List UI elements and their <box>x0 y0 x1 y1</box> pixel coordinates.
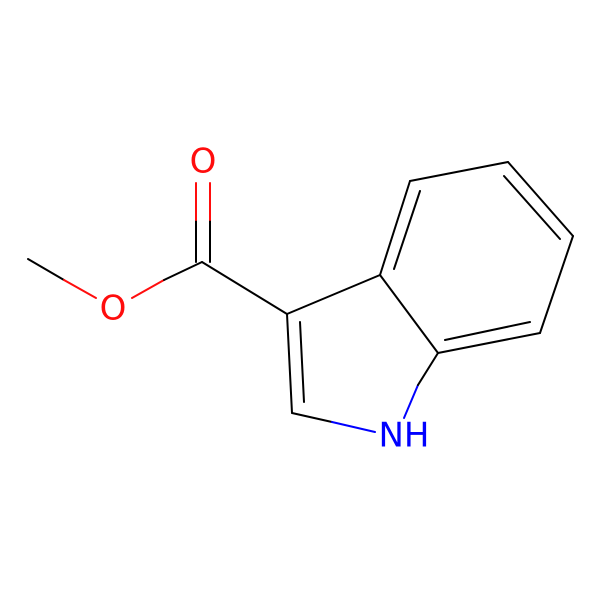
c3-c2-inner-bond <box>299 321 305 403</box>
ester-oxygen-label: O <box>100 289 127 329</box>
ring-nitrogen-label: NH <box>379 416 430 456</box>
bonds-group <box>27 161 574 433</box>
n1-c7a-bond-a <box>403 384 419 419</box>
c6-c7-bond <box>539 235 574 334</box>
c3a-c4-bond <box>379 180 411 276</box>
c3a-c4-inner-bond <box>393 190 421 270</box>
atom-labels-group: O O NH <box>100 142 430 456</box>
methyl-ester-oxygen-bond-a <box>27 258 65 281</box>
c3a-c7a-bond <box>379 274 439 354</box>
ester-oxygen-carbonyl-bond-b <box>163 261 203 281</box>
c7-c7a-inner-bond <box>444 321 531 341</box>
c3-c2-bond <box>286 313 293 414</box>
c4-c5-bond <box>409 161 509 182</box>
c3-c3a-bond <box>286 274 381 315</box>
c2-n1-bond-a <box>291 412 333 423</box>
methyl-ester-oxygen-bond-b <box>63 279 97 299</box>
ester-oxygen-carbonyl-bond-a <box>131 279 165 299</box>
c7-c7a-bond <box>437 332 541 354</box>
n1-c7a-bond-b <box>417 352 439 386</box>
carbonyl-c3-bond <box>201 261 288 315</box>
c2-n1-bond-b <box>331 421 376 433</box>
c5-c6-inner-bond <box>503 175 561 240</box>
c5-c6-bond <box>507 161 574 237</box>
carbonyl-oxygen-label: O <box>190 142 217 182</box>
